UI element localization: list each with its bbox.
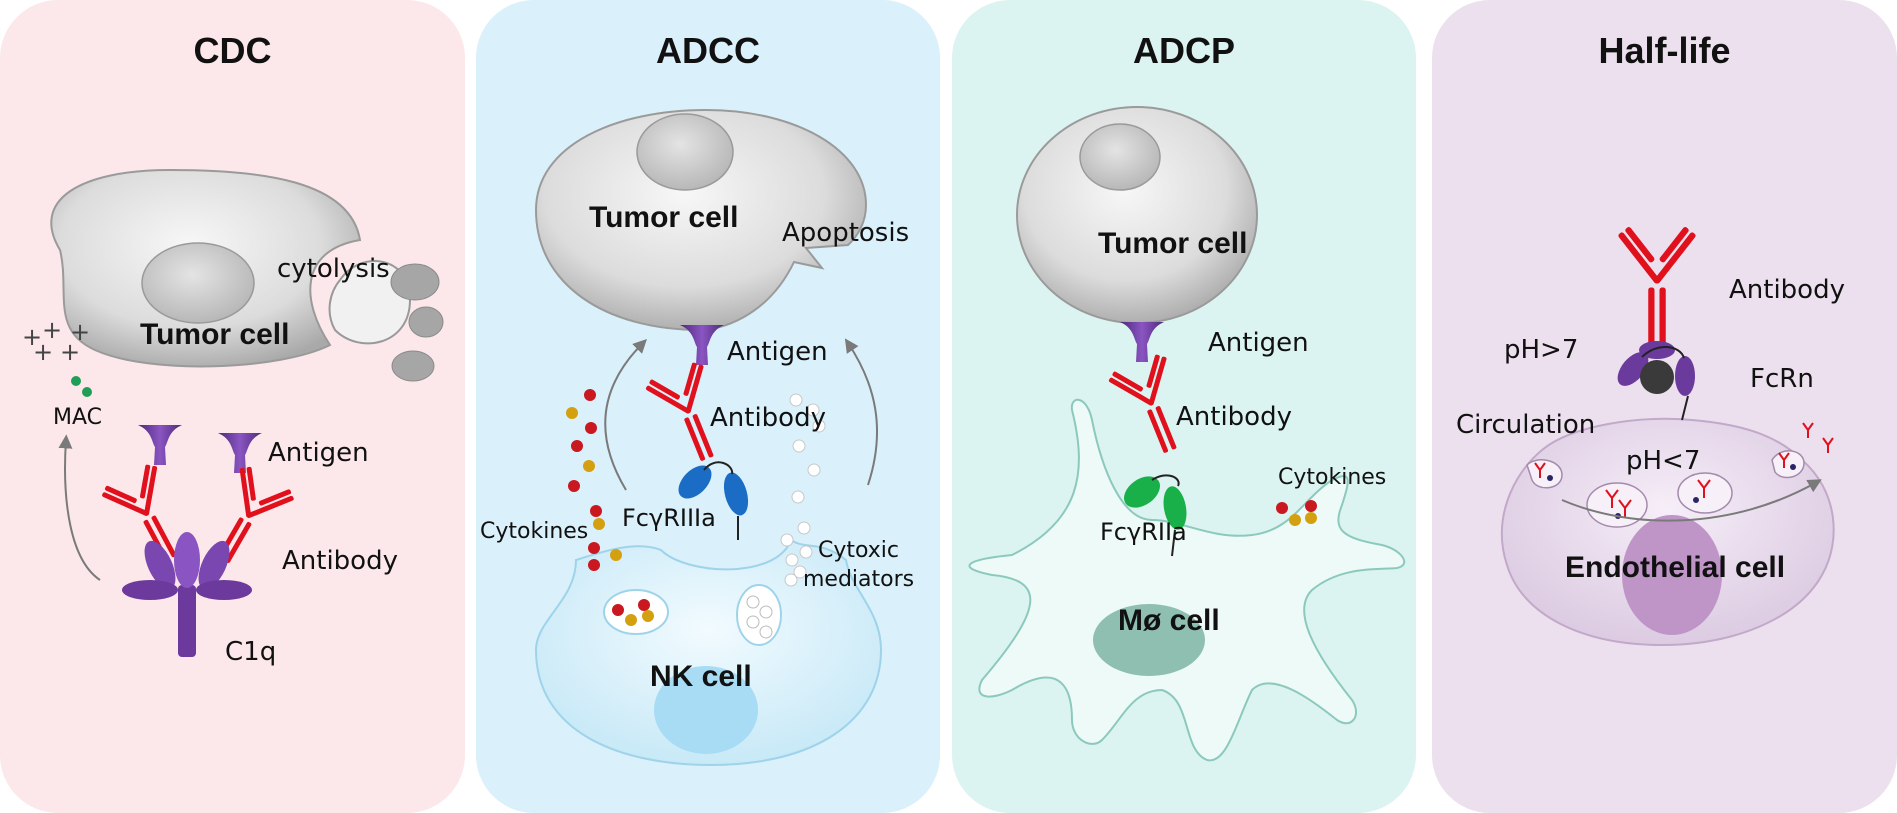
antibody-label: Antibody: [710, 403, 826, 433]
cdc-diagram: +++ ++ Tumor cell cytolysis MAC Antigen …: [22, 168, 444, 667]
svg-text:+: +: [70, 318, 90, 346]
fcrn-icon: [1617, 341, 1695, 421]
fcrn-label: FcRn: [1750, 364, 1814, 394]
adcc-panel: ADCC: [476, 0, 940, 813]
macrophage-label: Mø cell: [1118, 604, 1220, 637]
tumor-cell-label: Tumor cell: [140, 318, 289, 351]
adcp-panel: ADCP Tumor cell Antigen Antibody Cytokin…: [952, 0, 1416, 813]
antigen-icon: [138, 425, 182, 465]
svg-text:+: +: [33, 338, 53, 366]
c1q-icon: [122, 532, 252, 657]
endothelial-label: Endothelial cell: [1565, 551, 1785, 584]
nk-cell-label: NK cell: [650, 660, 752, 693]
arrow-icon: [844, 338, 878, 486]
ph-high-label: pH>7: [1504, 335, 1578, 365]
panel-title: ADCC: [656, 30, 760, 71]
nk-nucleus: [654, 666, 758, 754]
antibody-icon: [1617, 226, 1697, 345]
tumor-nucleus: [1079, 123, 1161, 191]
panel-title: ADCP: [1132, 30, 1235, 71]
half-life-diagram: Antibody pH>7 FcRn Circulation pH<7 Endo…: [1456, 226, 1845, 647]
mac-plus-signs: +++ ++: [22, 316, 90, 366]
cytotoxic-label-line2: mediators: [803, 567, 914, 592]
cytolysis-label: cytolysis: [277, 254, 390, 284]
antibody-label: Antibody: [1176, 402, 1292, 432]
panel-title: Half-life: [1598, 30, 1731, 71]
antigen-label: Antigen: [268, 438, 369, 468]
endothelial-nucleus: [1622, 515, 1722, 635]
tumor-cell-label: Tumor cell: [1098, 227, 1247, 260]
cytotoxic-vesicle: [736, 584, 782, 646]
mac-label: MAC: [53, 405, 102, 430]
antigen-label: Antigen: [1208, 328, 1309, 358]
macrophage-nucleus: [1093, 604, 1205, 676]
arrow-icon: [58, 434, 101, 581]
c1q-label: C1q: [225, 637, 276, 667]
granule-vesicle: [603, 589, 669, 635]
svg-text:+: +: [22, 323, 42, 351]
fc-receptor-icon: [1123, 474, 1187, 557]
cdc-panel: CDC +++ ++ Tumor cell: [0, 0, 465, 813]
adcc-diagram: Tumor cell Apoptosis Antigen Antibody Fc…: [480, 108, 914, 767]
panel-title: CDC: [193, 30, 272, 71]
macrophage-cell: [968, 398, 1406, 762]
arrow-icon: [604, 339, 647, 491]
adcp-diagram: Tumor cell Antigen Antibody Cytokines Fc…: [968, 106, 1406, 762]
cytotoxic-label: Cytoxic: [818, 538, 899, 563]
tumor-cell-label: Tumor cell: [589, 201, 738, 234]
circulation-label: Circulation: [1456, 410, 1595, 440]
ph-low-label: pH<7: [1626, 446, 1700, 476]
cytolysis-blebs: [328, 260, 444, 382]
tumor-nucleus: [141, 242, 255, 324]
svg-text:+: +: [42, 316, 62, 344]
cytokine-granule-icon: [566, 389, 622, 571]
antibody-label: Antibody: [282, 546, 398, 576]
svg-text:+: +: [60, 338, 80, 366]
antibody-label: Antibody: [1729, 275, 1845, 305]
cytokines-label: Cytokines: [1278, 465, 1386, 490]
arrow-icon: [1561, 479, 1822, 522]
antigen-icon: [680, 325, 724, 365]
tumor-nucleus: [636, 113, 734, 191]
half-life-panel: Half-life: [1432, 0, 1897, 813]
cytokine-granule-icon: [1276, 500, 1317, 526]
antigen-label: Antigen: [727, 337, 828, 367]
cytotoxic-granules: [780, 393, 826, 587]
receptor-label: FcγRIIa: [1100, 518, 1187, 546]
cytokines-label: Cytokines: [480, 519, 588, 544]
fc-receptor-icon: [678, 461, 749, 540]
receptor-label: FcγRIIIa: [622, 504, 716, 532]
tumor-cell: [534, 108, 868, 332]
antigen-icon: [218, 433, 262, 473]
apoptosis-label: Apoptosis: [782, 218, 909, 248]
